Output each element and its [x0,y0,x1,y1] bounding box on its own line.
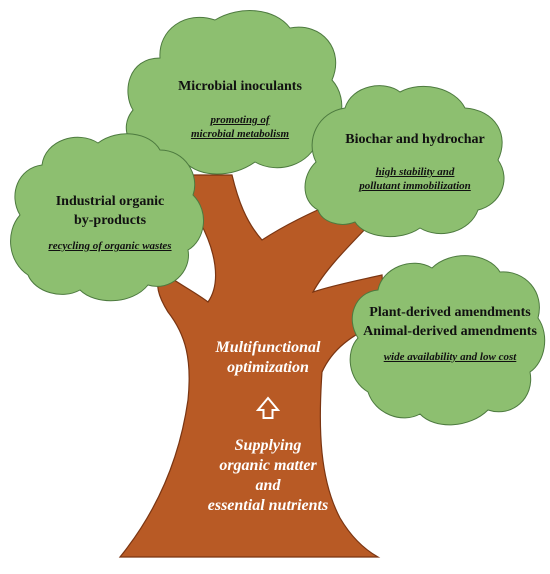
up-arrow-icon [255,396,281,419]
canopy-biochar [304,85,505,238]
trunk-top-line2: optimization [227,359,309,376]
canopy-microbial [125,10,343,175]
microbial-benefit-line2: microbial metabolism [190,128,290,140]
industrial-title-line1: Industrial organic [55,194,165,209]
biochar-benefit-line1: high stability and [375,166,455,178]
trunk-top-line1: Multifunctional [215,339,321,356]
trunk-bottom-line3: and [255,477,281,494]
microbial-title: Microbial inoculants [178,79,302,94]
trunk-bottom-line2: organic matter [219,457,317,474]
plant-animal-title-line1: Plant-derived amendments [369,305,531,320]
canopy-industrial [10,133,205,302]
plant-animal-benefit: wide availability and low cost [383,351,517,363]
tree-trunk [118,174,386,558]
plant-animal-title-line2: Animal-derived amendments [363,324,537,339]
industrial-benefit: recycling of organic wastes [48,240,172,252]
trunk-bottom-line1: Supplying [234,437,302,454]
microbial-benefit-line1: promoting of [210,114,270,126]
industrial-title-line2: by-products [73,213,147,228]
biochar-title: Biochar and hydrochar [345,132,485,147]
biochar-benefit-line2: pollutant immobilization [359,180,471,192]
trunk-bottom-line4: essential nutrients [207,497,329,514]
canopy-plant-animal [349,255,546,426]
